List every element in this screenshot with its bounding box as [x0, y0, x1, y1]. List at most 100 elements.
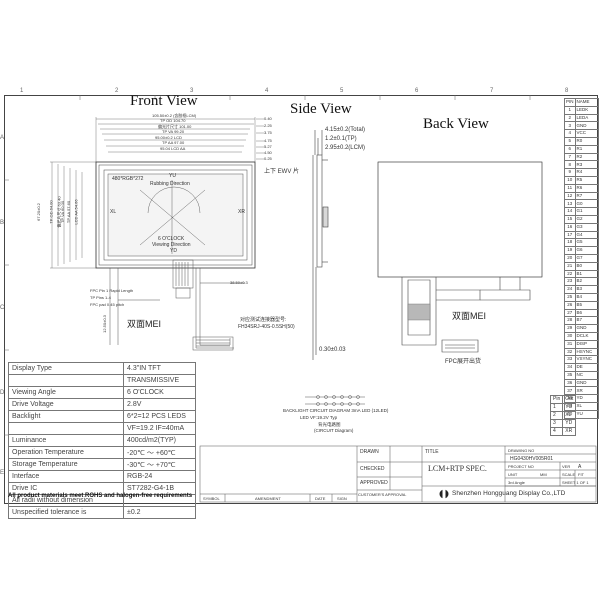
- frame-letter: C: [0, 305, 5, 311]
- ewv-label: 上下 EWV 片: [264, 169, 300, 175]
- pin-number: 29: [564, 324, 576, 333]
- pin-name: NC: [574, 370, 599, 380]
- pin-name: HSYNC: [574, 347, 599, 357]
- spec-row: Storage Temperature-30℃ ～ +70℃: [8, 458, 196, 471]
- pin-name: B7: [574, 316, 599, 326]
- frame-number: 2: [115, 88, 119, 94]
- pin-name: B2: [574, 277, 599, 287]
- tb-ver-value: A: [578, 464, 582, 470]
- pin-name: G2: [574, 214, 599, 224]
- pin-number: 31: [564, 339, 576, 349]
- pin-name: LEDA: [574, 113, 599, 123]
- frame-number: 8: [565, 88, 569, 94]
- frame-letter: A: [0, 135, 5, 141]
- pin-name: YU: [574, 409, 599, 419]
- pin-number: 8: [564, 160, 576, 170]
- pin-number: 22: [564, 269, 576, 279]
- side-dim: 0.30±0.03: [319, 347, 346, 353]
- pin-name: B0: [574, 261, 599, 271]
- pin-number: 37: [564, 386, 576, 396]
- spec-row: TRANSMISSIVE: [8, 374, 196, 387]
- pin-number: 2: [564, 113, 576, 123]
- fpc-note: FPC pad 0.45 pitch: [90, 302, 125, 307]
- pin-number: 19: [564, 246, 576, 255]
- tb-unit: UNIT: [508, 472, 518, 477]
- tb-ver: VER: [562, 464, 571, 469]
- pin-number: 32: [564, 347, 576, 357]
- pin-name: XL: [574, 402, 599, 411]
- pin-name: B6: [574, 308, 599, 318]
- spec-value: TRANSMISSIVE: [123, 374, 196, 387]
- pin-name: LEDK: [574, 105, 599, 115]
- fpc-unfold-label: FPC展开出货: [445, 359, 482, 365]
- dim-label: LCD AA 54.66: [73, 199, 79, 225]
- resolution-label: 480*RGB*272: [112, 176, 144, 182]
- spec-value: -30℃ ～ +70℃: [123, 458, 196, 471]
- side-dim: 2.95±0.2(LCM): [325, 145, 365, 151]
- spec-key: Storage Temperature: [8, 458, 124, 471]
- backlight-note: 背光电路图: [318, 422, 341, 427]
- frame-number: 3: [190, 88, 194, 94]
- tb-approved: APPROVED: [360, 480, 388, 486]
- pin-name: R4: [574, 168, 599, 177]
- frame-number: 6: [415, 88, 419, 94]
- frame-number: 7: [490, 88, 494, 94]
- fpc-mei-label: 双面MEI: [127, 319, 162, 329]
- dim-label: TP AA 57.60: [66, 200, 72, 224]
- back-fpc-mei-label: 双面MEI: [452, 311, 487, 321]
- company-logo: [439, 489, 449, 499]
- rubbing-label: Rubbing Direction: [150, 181, 190, 187]
- pin-name: G7: [574, 253, 599, 263]
- xl-label: XL: [110, 209, 117, 215]
- pin-number: 12: [564, 191, 576, 201]
- tb-angle: 3rd Angle: [508, 480, 525, 485]
- side-view-heading: Side View: [290, 101, 352, 117]
- spec-value: VF=19.2 IF=40mA: [123, 422, 196, 435]
- spec-key: [8, 422, 124, 435]
- dim-label: 4.75: [264, 138, 272, 143]
- tb-date: DATE: [315, 496, 326, 501]
- spec-key: [8, 374, 124, 387]
- spec-key: Interface: [8, 470, 124, 483]
- tb-company: Shenzhen Hongguang Display Co.,LTD: [452, 490, 566, 497]
- dim-label: 2.25: [264, 123, 272, 128]
- spec-value: -20℃ ～ +60℃: [123, 446, 196, 459]
- pin-number: 2: [549, 411, 564, 420]
- pin-number: 7: [564, 152, 576, 162]
- pin-number: 23: [564, 277, 576, 287]
- pin-number: 10: [564, 175, 576, 185]
- yd-label: YD: [170, 248, 177, 254]
- pin-number: 20: [564, 253, 576, 263]
- pin-number: 30: [564, 331, 576, 341]
- pin-name: G5: [574, 238, 599, 248]
- pin-name: G0: [574, 199, 599, 209]
- dim-label: 38.50±0.3: [230, 280, 248, 285]
- front-view-heading: Front View: [130, 93, 198, 109]
- connector-part: FH34SRJ-40S-0.5SH(50): [238, 324, 295, 330]
- tb-scale-value: FIT: [578, 472, 584, 477]
